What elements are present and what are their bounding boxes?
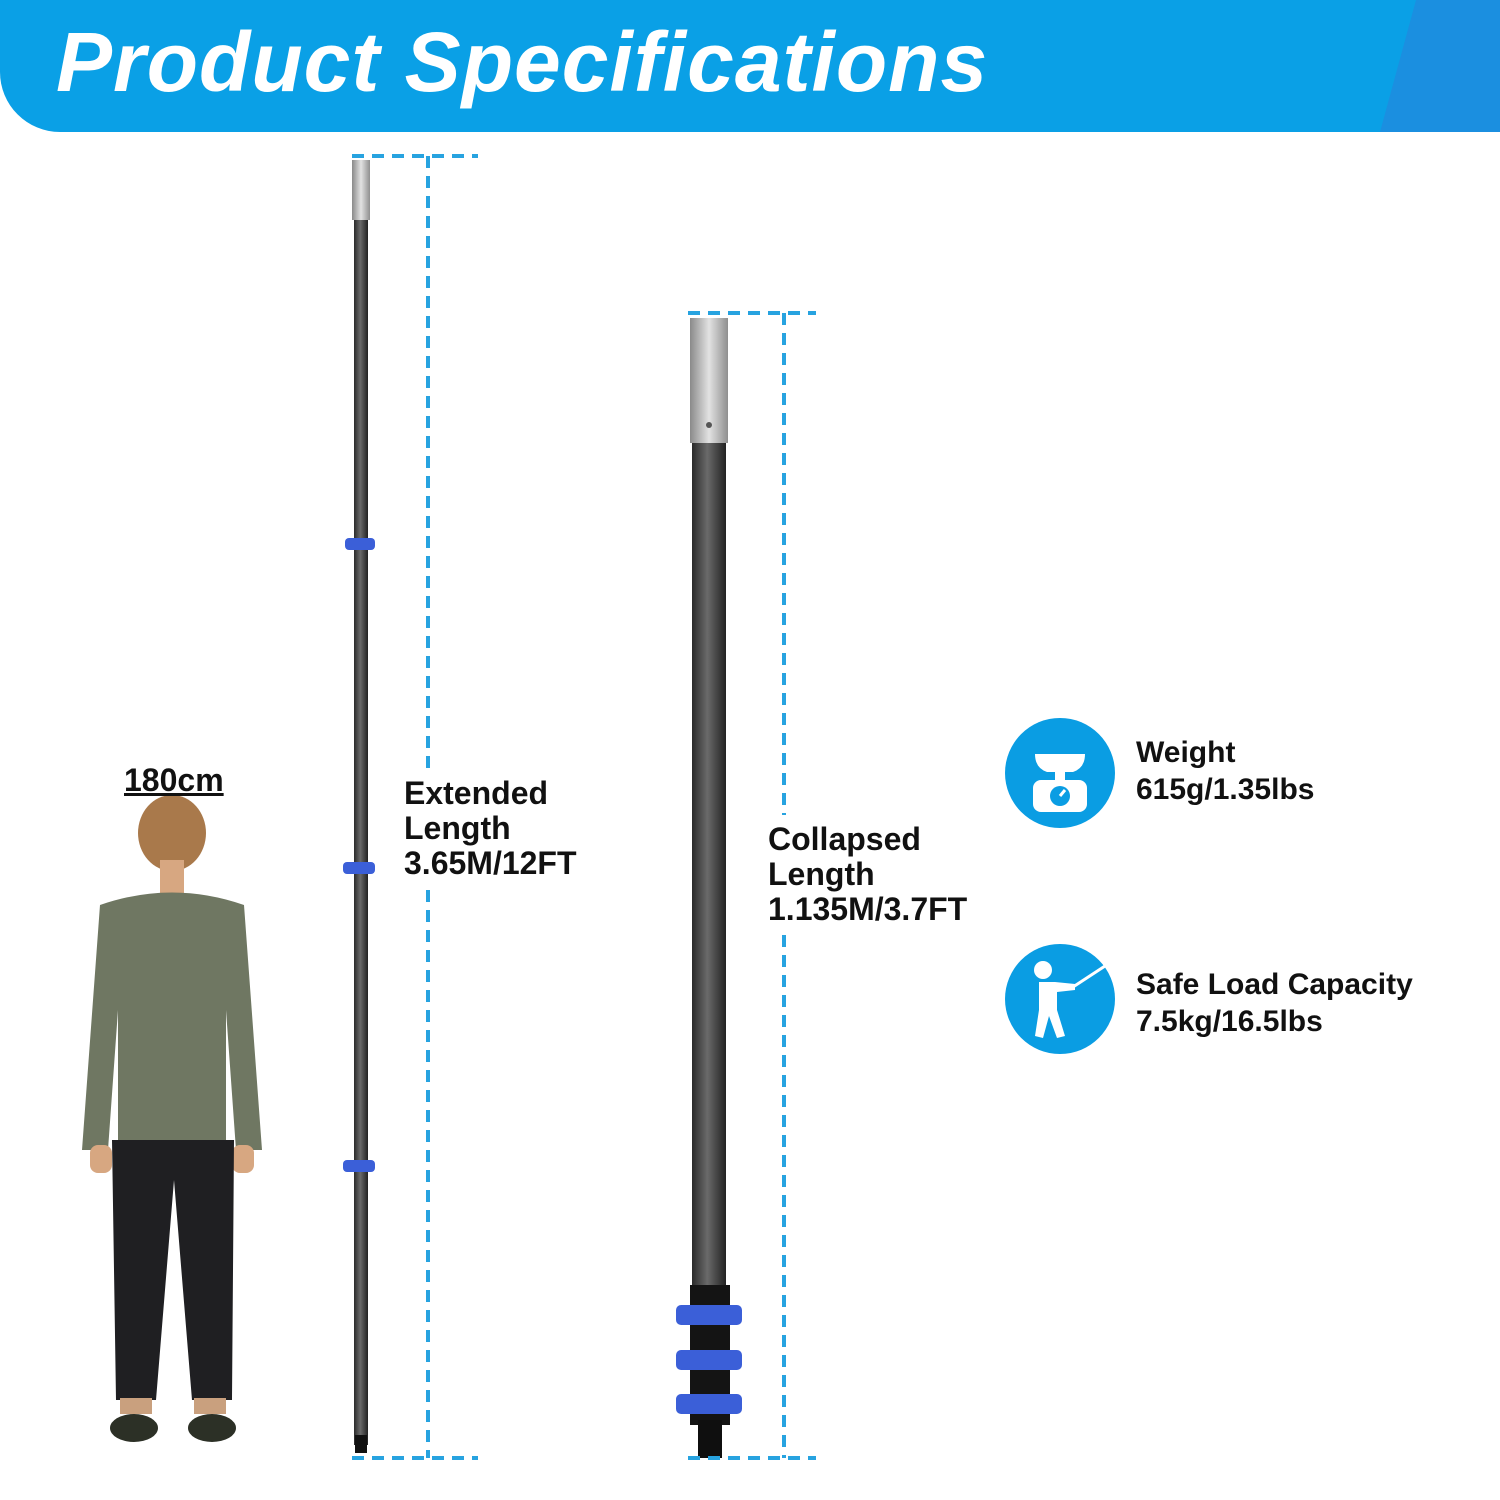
load-value: 7.5kg/16.5lbs: [1136, 1005, 1323, 1038]
collapsed-length-label: Collapsed Length 1.135M/3.7FT: [768, 822, 967, 927]
extended-value: 3.65M/12FT: [404, 845, 577, 881]
page-title: Product Specifications: [56, 15, 989, 109]
extended-line2: Length: [404, 810, 511, 846]
load-capacity-spec: Safe Load Capacity 7.5kg/16.5lbs: [1136, 966, 1413, 1040]
weight-spec: Weight 615g/1.35lbs: [1136, 734, 1314, 808]
person-height-label: 180cm: [124, 762, 224, 798]
extended-line1: Extended: [404, 775, 549, 811]
scale-icon: [1005, 718, 1115, 828]
person-figure: [82, 795, 262, 1442]
collapsed-line2: Length: [768, 856, 875, 892]
extended-dimension-bracket: [352, 154, 478, 1460]
load-label: Safe Load Capacity: [1136, 968, 1413, 1001]
collapsed-pole: [676, 318, 742, 1458]
collapsed-line1: Collapsed: [768, 821, 921, 857]
collapsed-dimension-bracket: [688, 311, 816, 1460]
extended-length-label: Extended Length 3.65M/12FT: [404, 776, 577, 881]
extended-pole: [343, 160, 375, 1453]
weight-value: 615g/1.35lbs: [1136, 773, 1315, 806]
collapsed-value: 1.135M/3.7FT: [768, 891, 968, 927]
weight-label: Weight: [1136, 736, 1236, 769]
header-banner: Product Specifications: [0, 0, 1500, 132]
pulling-person-icon: [1005, 944, 1115, 1054]
